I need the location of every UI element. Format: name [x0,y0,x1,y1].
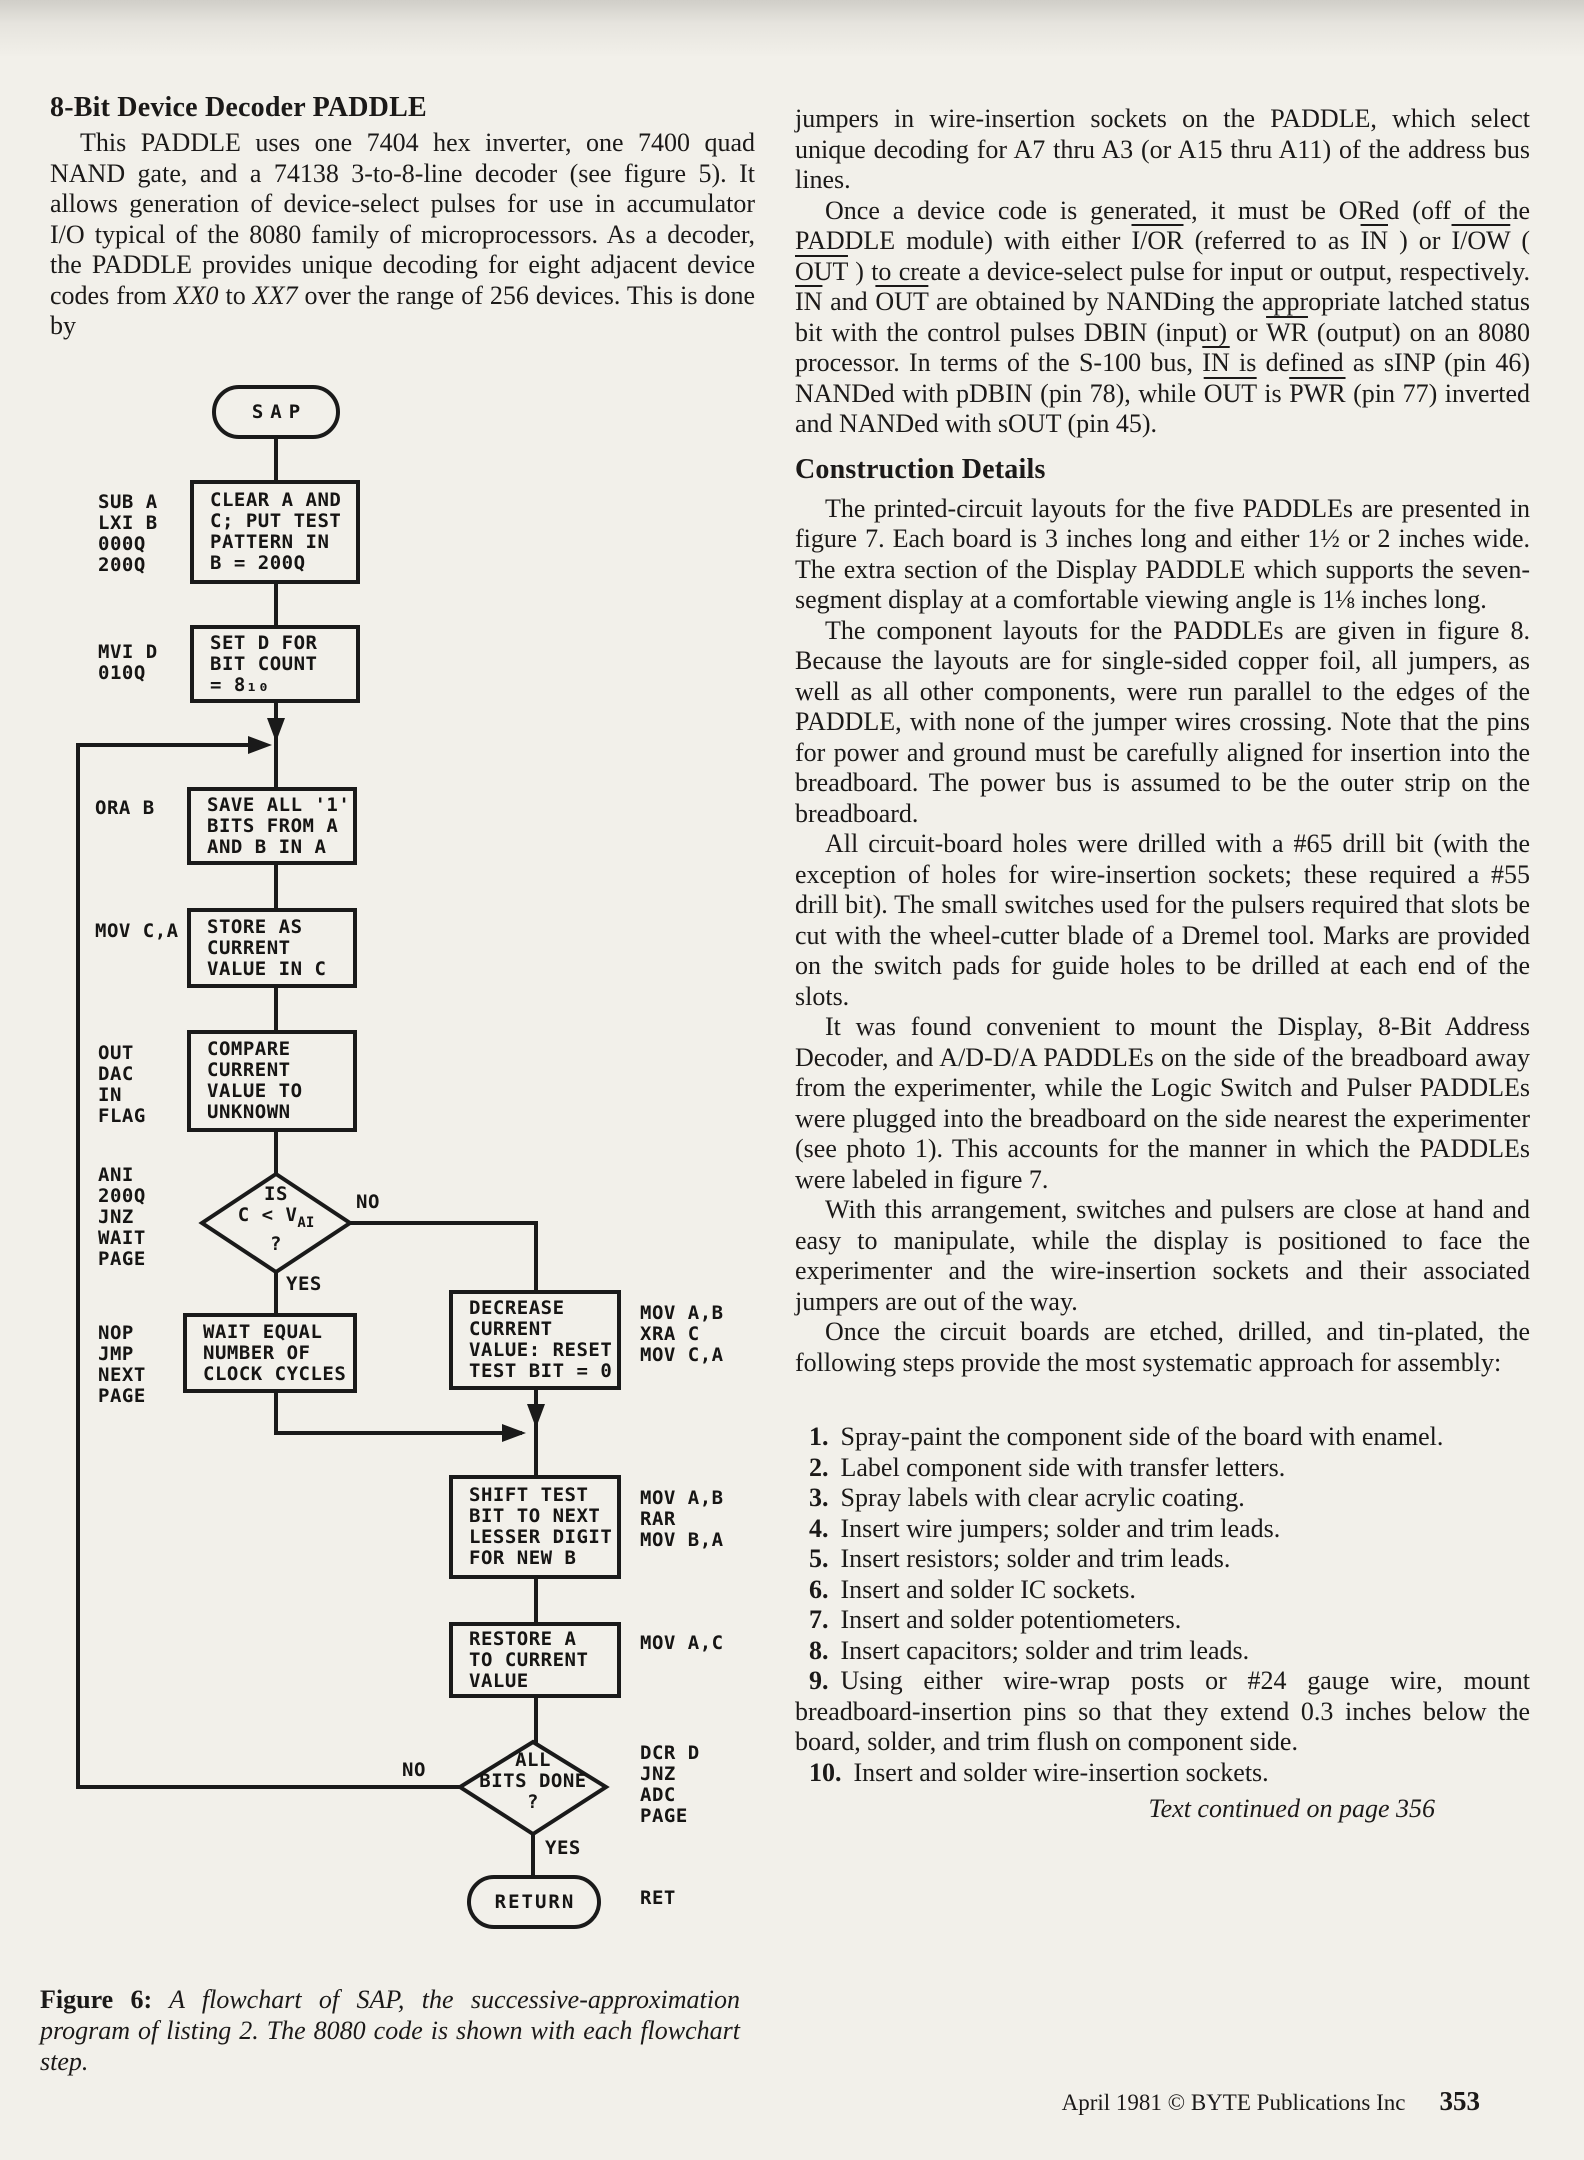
arrowhead-right-icon [248,736,272,754]
list-item: 8.Insert capacitors; solder and trim lea… [809,1635,1250,1665]
edge-label-no: NO [356,1191,380,1213]
paragraph: jumpers in wire-insertion sockets on the… [795,104,1530,194]
code-label-out-dac: OUT DAC IN FLAG [98,1042,146,1127]
code-label-ret: RET [640,1887,676,1909]
list-item: 6.Insert and solder IC sockets. [809,1574,1136,1604]
list-item: 9.Using either wire-wrap posts or #24 ga… [795,1666,1530,1756]
decision-diamond-done [456,1739,610,1837]
paragraph: With this arrangement, switches and puls… [795,1195,1530,1316]
right-column: jumpers in wire-insertion sockets on the… [795,104,1530,1826]
page-footer: April 1981 © BYTE Publications Inc 353 [795,2086,1530,2117]
code-label-ani-jnz: ANI 200Q JNZ WAIT PAGE [98,1164,146,1270]
paragraph: All circuit-board holes were drilled wit… [795,829,1530,1011]
list-item: 1.Spray-paint the component side of the … [809,1422,1444,1451]
publication-credit: April 1981 © BYTE Publications Inc [1061,2090,1406,2115]
code-label-dcr-jnz: DCR D JNZ ADC PAGE [640,1742,700,1827]
edge-label-no: NO [402,1759,426,1781]
decision-diamond-compare [198,1171,354,1275]
list-item: 4.Insert wire jumpers; solder and trim l… [809,1513,1281,1543]
construction-details-heading: Construction Details [795,453,1046,485]
decision-done-text: ALL BITS DONE ? [479,1749,587,1813]
page-number: 353 [1439,2086,1481,2116]
continued-note: Text continued on page 356 [1148,1794,1435,1823]
intro-paragraph: This PADDLE uses one 7404 hex inverter, … [50,128,755,340]
figure-caption-text: A flowchart of SAP, the successive-appro… [40,1985,740,2076]
list-item: 7.Insert and solder potentiometers. [809,1605,1182,1634]
decision-compare-text: IS C < VAI ? [237,1183,315,1255]
paragraph: Once the circuit boards are etched, dril… [795,1317,1530,1377]
arrowhead-down-icon [527,1404,545,1428]
left-column: 8-Bit Device Decoder PADDLE This PADDLE … [50,92,755,342]
figure-caption-label: Figure 6: [40,1985,153,2014]
code-label-mov-ca: MOV C,A [95,920,179,942]
code-label-mov-rar: MOV A,B RAR MOV B,A [640,1487,724,1551]
edge-label-yes: YES [545,1837,581,1859]
list-item: 3.Spray labels with clear acrylic coatin… [809,1483,1245,1512]
paragraph: Once a device code is generated, it must… [795,195,1530,439]
figure-caption: Figure 6: A flowchart of SAP, the succes… [40,1984,740,2077]
code-label-mvi-d: MVI D 010Q [98,641,158,684]
arrowhead-down-icon [267,718,285,742]
terminal-start: SAP [212,385,340,439]
list-item: 2.Label component side with transfer let… [809,1452,1286,1482]
paragraph: The component layouts for the PADDLEs ar… [795,615,1530,828]
terminal-return: RETURN [467,1875,601,1929]
code-label-nop-jmp: NOP JMP NEXT PAGE [98,1322,146,1407]
arrowhead-right-icon [502,1424,526,1442]
code-label-sub-lxi: SUB A LXI B 000Q 200Q [98,491,158,576]
article-section-heading: 8-Bit Device Decoder PADDLE [50,92,427,123]
list-item: 5.Insert resistors; solder and trim lead… [809,1544,1231,1573]
code-label-mov-xra: MOV A,B XRA C MOV C,A [640,1302,724,1366]
list-item: 10.Insert and solder wire-insertion sock… [809,1757,1269,1787]
edge-label-yes: YES [286,1273,322,1295]
scan-edge-artifact [0,0,1584,58]
code-label-mov-ac: MOV A,C [640,1632,724,1654]
code-label-ora-b: ORA B [95,797,155,819]
flowchart-connector-lines [76,430,610,1877]
paragraph: It was found convenient to mount the Dis… [795,1012,1530,1194]
paragraph: The printed-circuit layouts for the five… [795,493,1530,615]
